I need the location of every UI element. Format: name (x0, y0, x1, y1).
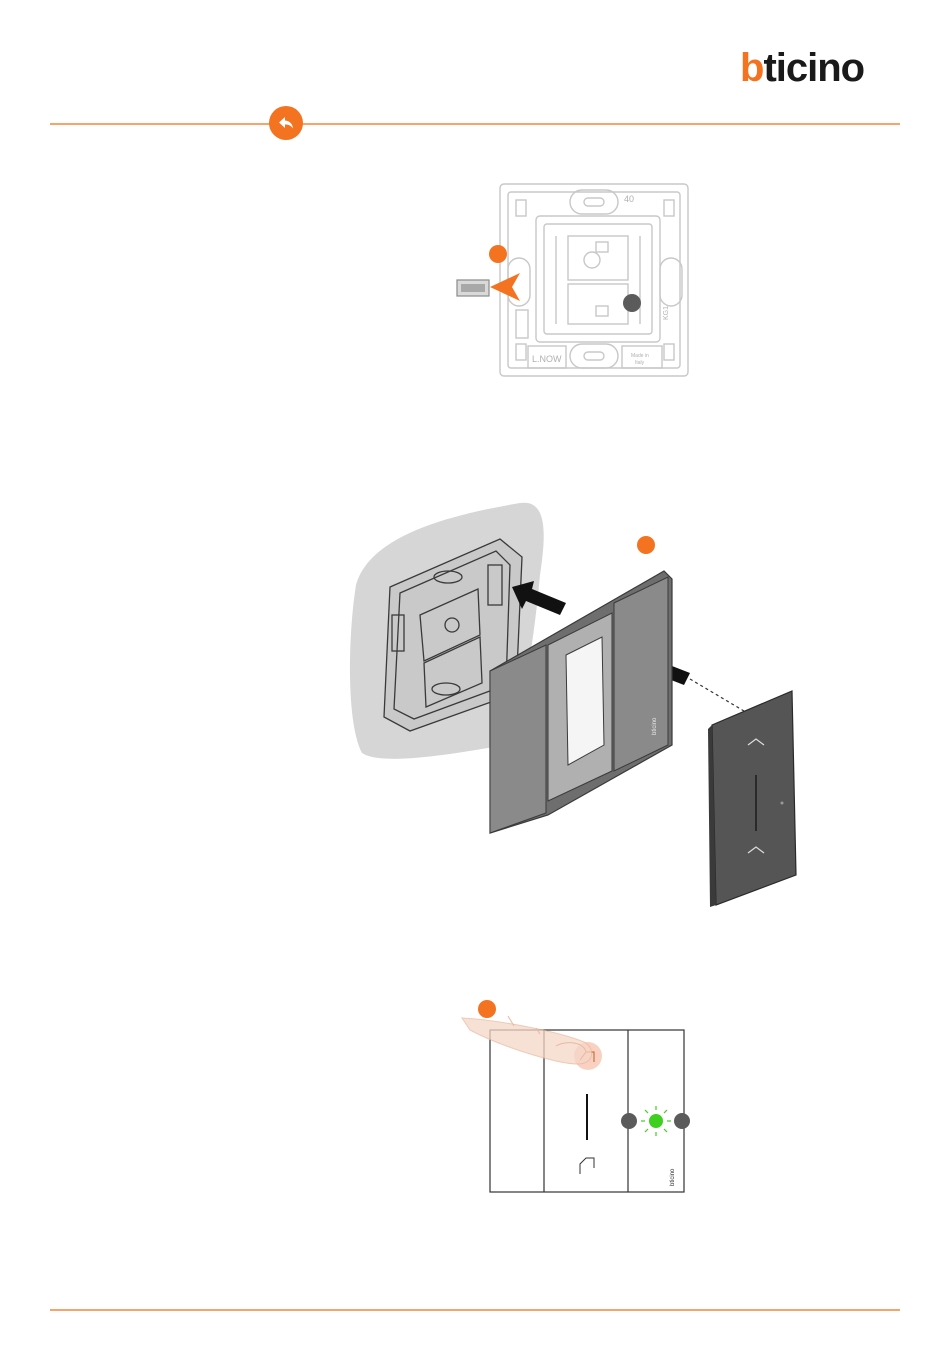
frame-brand-text-3: bticino (670, 1168, 676, 1186)
step-marker-orange (489, 245, 507, 263)
cover-plate (708, 691, 796, 907)
guide-dashed-line (690, 679, 744, 711)
step-marker-orange-2 (637, 536, 655, 554)
figure-assembly: bticino (0, 495, 950, 915)
footer-rule (50, 1309, 900, 1311)
frame-brand-text: bticino (652, 717, 658, 735)
status-dot-right (674, 1113, 690, 1129)
label-rating: KG1 (663, 306, 670, 320)
arrow-left-icon (490, 273, 520, 301)
header-rule (50, 123, 900, 125)
logo-b: b (740, 46, 763, 90)
status-dot-left (621, 1113, 637, 1129)
label-made-in-2: Italy (635, 360, 645, 366)
back-arrow-icon (276, 113, 296, 133)
figure-press-button: bticino (0, 990, 950, 1200)
step-marker-orange-3 (478, 1000, 496, 1018)
mark-top: 40 (624, 194, 634, 204)
figure-device-base: 40 L.NOW Made in Italy KG1 (0, 170, 950, 390)
label-bottom-left: L.NOW (532, 354, 562, 364)
bticino-logo: bticino (740, 48, 900, 88)
back-button[interactable] (269, 106, 303, 140)
label-made-in-1: Made in (631, 353, 649, 359)
step-marker-gray (623, 294, 641, 312)
logo-rest: ticino (763, 46, 864, 90)
